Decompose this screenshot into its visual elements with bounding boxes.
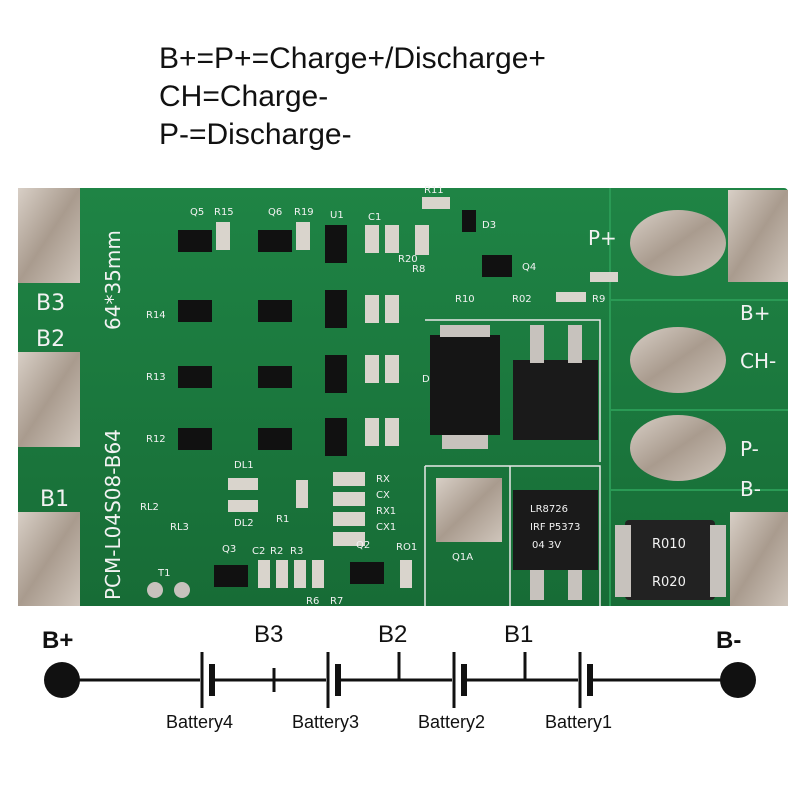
oval-pad-ch	[630, 327, 726, 393]
designator: RL2	[140, 502, 159, 513]
pad-top-right	[728, 190, 788, 282]
chip-marking: R010	[652, 537, 686, 552]
chip-marking: IRF P5373	[530, 522, 580, 533]
designator: R12	[146, 434, 166, 445]
edge-label-b2: B2	[36, 327, 65, 352]
designator: Q4	[522, 262, 536, 273]
pad-q1a	[436, 478, 502, 542]
terminal-label-b-minus: B-	[716, 627, 741, 654]
legend-line-2: CH=Charge-	[159, 80, 329, 113]
passive-components	[216, 197, 618, 588]
designator: Q5	[190, 207, 204, 218]
mosfet-q-top	[513, 360, 598, 440]
designator: Q2	[356, 540, 370, 551]
chip-marking: 04 3V	[532, 540, 561, 551]
designator: C1	[368, 212, 381, 223]
cell-label-battery2: Battery2	[418, 712, 485, 732]
pad-mid-left	[18, 352, 80, 447]
battery-cell-3	[326, 652, 341, 708]
designator: T1	[157, 568, 170, 579]
tap-label-b3: B3	[254, 621, 283, 648]
battery-cell-1	[578, 652, 593, 708]
designator: R15	[214, 207, 234, 218]
designator: D	[422, 374, 430, 385]
edge-label-ch-minus: CH-	[740, 349, 776, 373]
terminal-b-minus	[720, 662, 756, 698]
designator: R1	[276, 514, 289, 525]
designator: C2	[252, 546, 265, 557]
designator: R19	[294, 207, 314, 218]
cell-label-battery4: Battery4	[166, 712, 233, 732]
oval-pad-p-minus	[630, 415, 726, 481]
designator: R7	[330, 596, 343, 607]
designator: RX1	[376, 506, 396, 517]
legend: B+=P+=Charge+/Discharge+ CH=Charge- P-=D…	[159, 40, 546, 154]
battery-cell-4	[200, 652, 215, 708]
mosfet-d	[430, 335, 500, 435]
tap-label-b1: B1	[504, 621, 533, 648]
chip-marking: LR8726	[530, 504, 568, 515]
pad-top-left	[18, 188, 80, 283]
designator: U1	[330, 210, 344, 221]
smd-components	[178, 210, 512, 587]
pad-bottom-left	[18, 512, 80, 606]
designator: R2	[270, 546, 283, 557]
designator: DL1	[234, 460, 254, 471]
board-model-label: PCM-L04S08-B64	[101, 429, 125, 600]
cell-label-battery1: Battery1	[545, 712, 612, 732]
designator: R11	[424, 185, 444, 196]
legend-line-1: B+=P+=Charge+/Discharge+	[159, 42, 546, 75]
designator: D3	[482, 220, 496, 231]
designator: RO1	[396, 542, 417, 553]
chip-marking: R020	[652, 575, 686, 590]
legend-line-3: P-=Discharge-	[159, 118, 352, 151]
designator: R6	[306, 596, 319, 607]
designator: R02	[512, 294, 532, 305]
designator: R8	[412, 264, 425, 275]
component-designators: Q5 R15 Q6 R19 U1 C1 R20 R11 D3 R8 Q4 R10…	[140, 185, 605, 607]
chip-markings: LR8726 IRF P5373 04 3V R010 R020	[530, 504, 686, 590]
edge-label-p-plus: P+	[588, 226, 617, 250]
designator: R13	[146, 372, 166, 383]
designator: RX	[376, 474, 390, 485]
oval-pad-p-plus	[630, 210, 726, 276]
designator: CX	[376, 490, 390, 501]
designator: R10	[455, 294, 475, 305]
designator: Q6	[268, 207, 282, 218]
cell-label-battery3: Battery3	[292, 712, 359, 732]
board-size-label: 64*35mm	[101, 230, 125, 330]
edge-label-b-plus: B+	[740, 301, 770, 325]
designator: RL3	[170, 522, 189, 533]
designator: CX1	[376, 522, 396, 533]
designator: R20	[398, 254, 418, 265]
tap-label-b2: B2	[378, 621, 407, 648]
edge-label-b3: B3	[36, 291, 65, 316]
sense-resistor	[625, 520, 715, 600]
mosfet-q-bottom	[513, 490, 598, 570]
edge-label-b-minus: B-	[740, 477, 761, 501]
designator: Q3	[222, 544, 236, 555]
designator: R9	[592, 294, 605, 305]
terminal-label-b-plus: B+	[42, 627, 73, 654]
designator: R3	[290, 546, 303, 557]
pad-bottom-right	[730, 512, 788, 606]
battery-cell-2	[452, 652, 467, 708]
edge-label-p-minus: P-	[740, 437, 759, 461]
designator: R14	[146, 310, 166, 321]
edge-label-b1: B1	[40, 487, 69, 512]
designator: Q1A	[452, 552, 473, 563]
terminal-b-plus	[44, 662, 80, 698]
designator: DL2	[234, 518, 254, 529]
